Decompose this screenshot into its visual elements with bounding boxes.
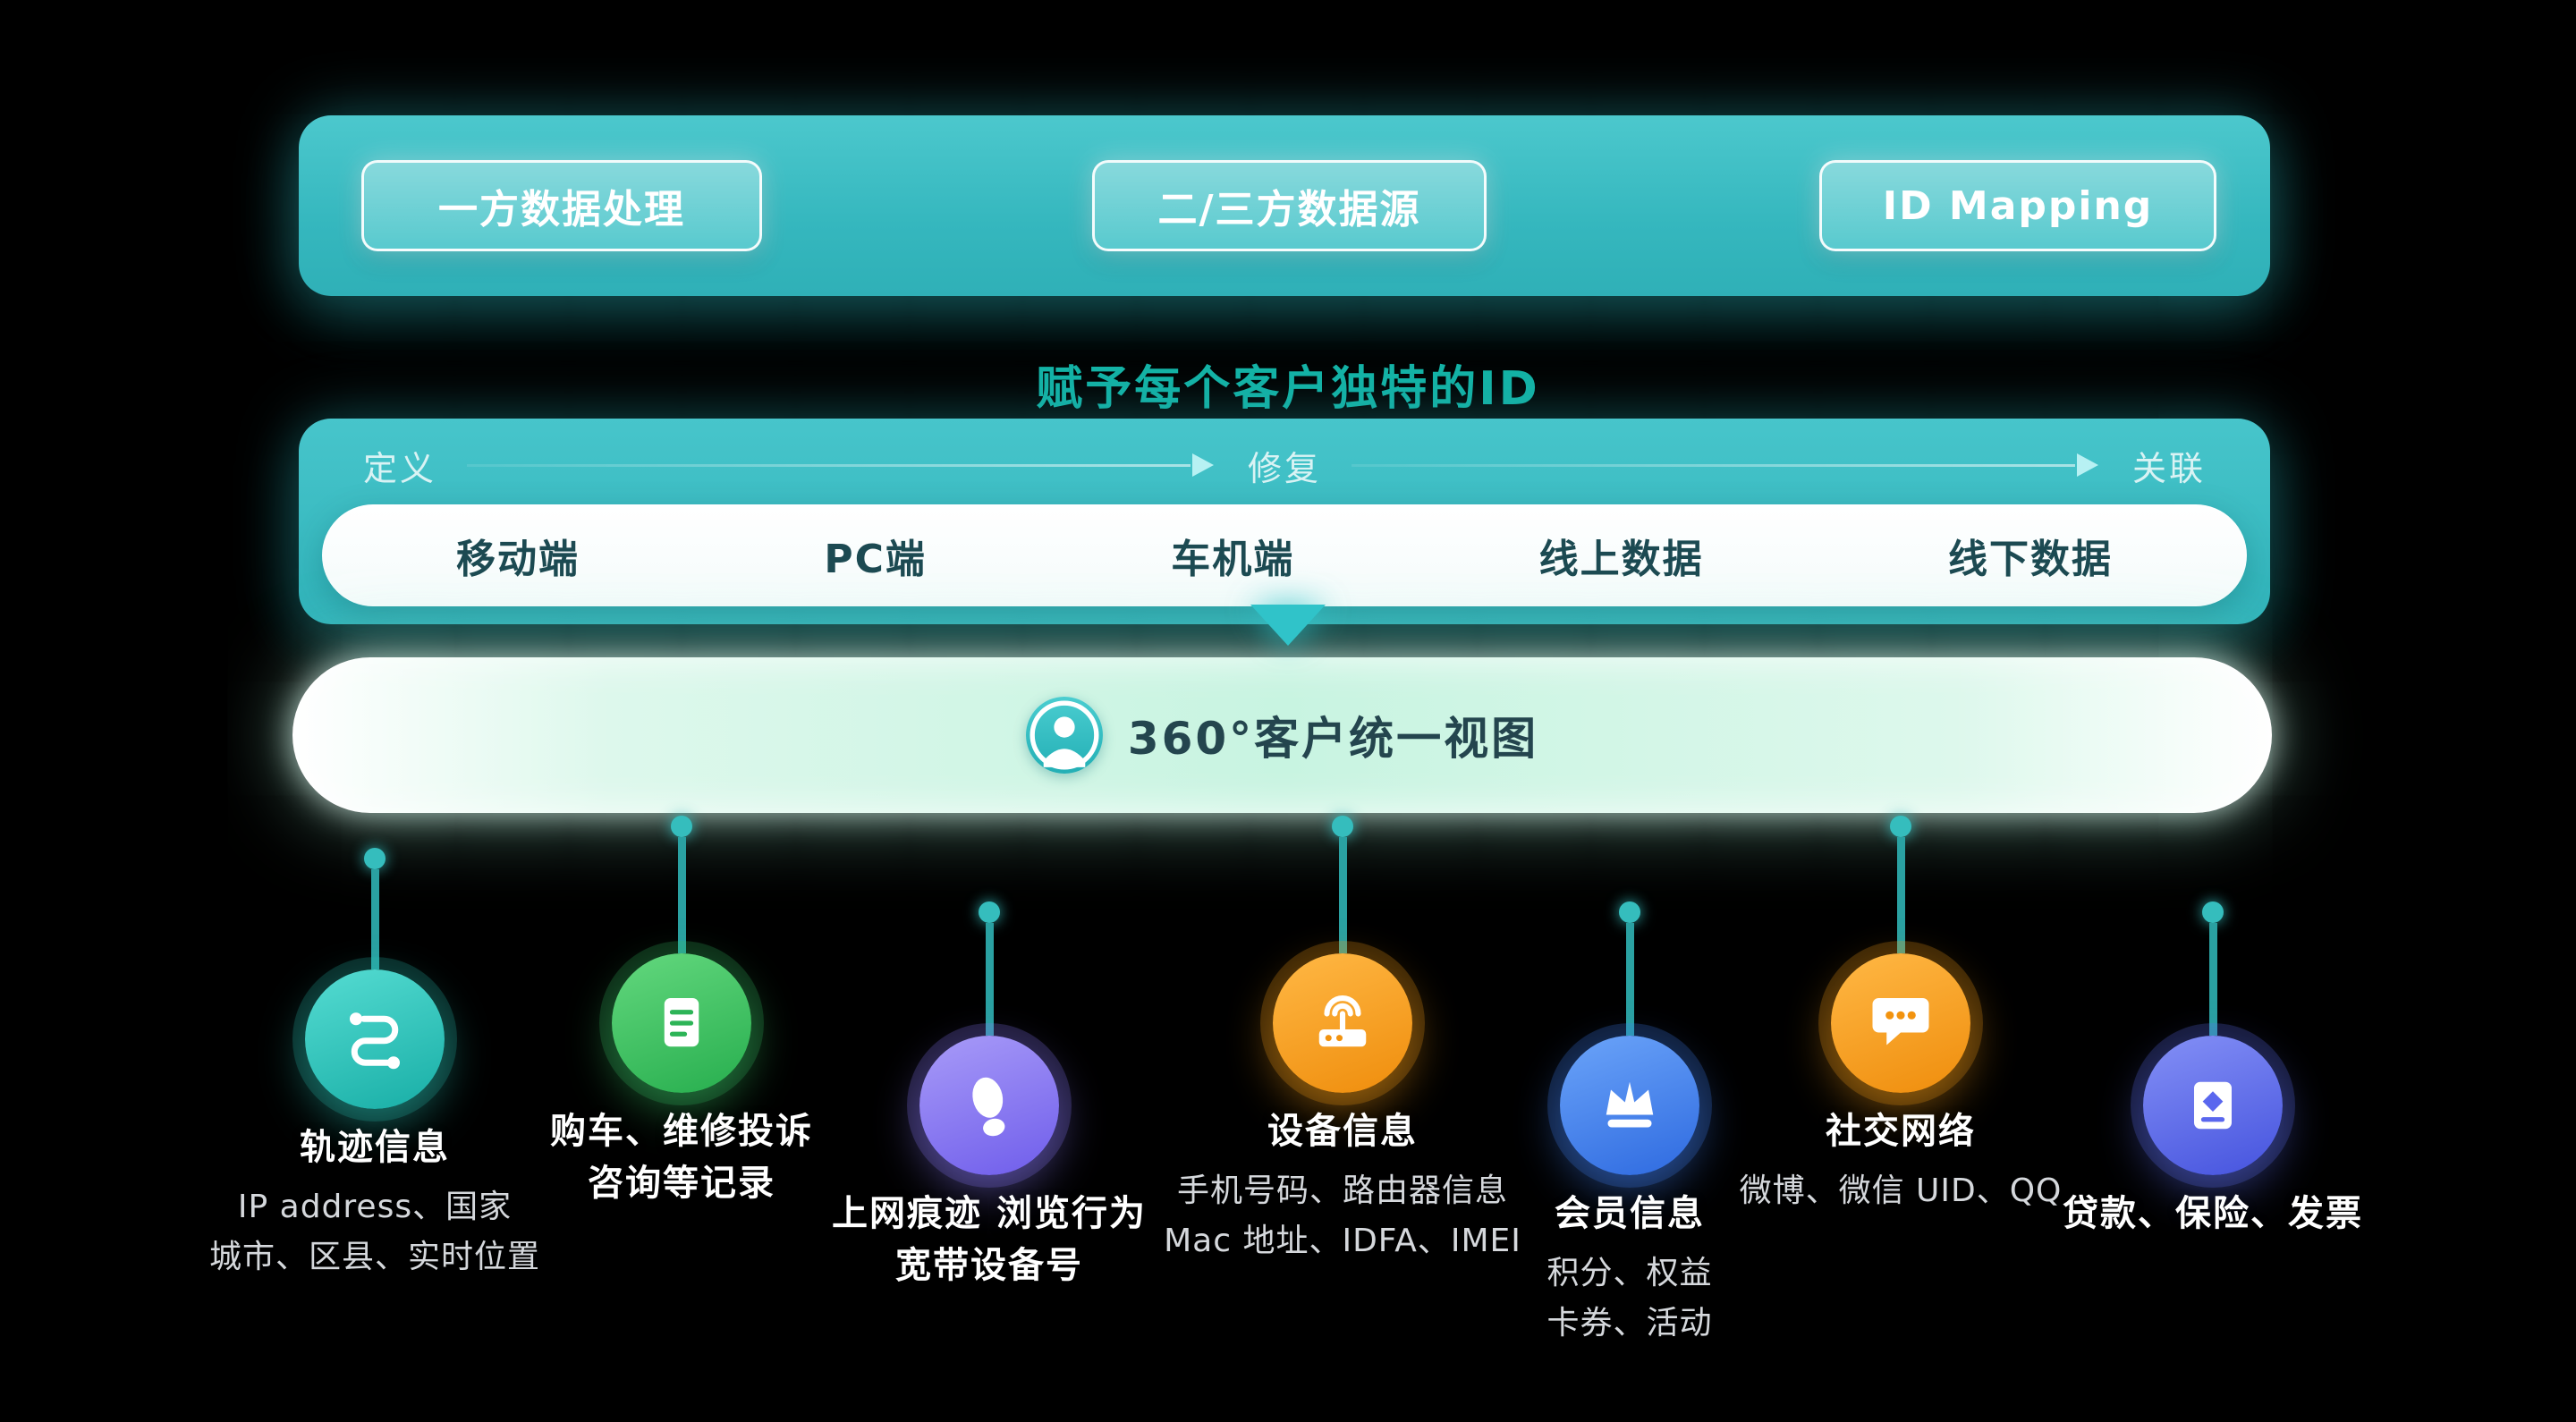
source-caption: 微博、微信 UID、QQ xyxy=(1739,1172,2063,1209)
channel-online-data: 线上数据 xyxy=(1538,537,1704,582)
source-purchase-records: 购车、维修投诉 咨询等记录 xyxy=(431,816,932,1209)
connector-dot xyxy=(671,816,692,837)
invoice-icon xyxy=(2143,1036,2283,1175)
stage-associate: 关联 xyxy=(2132,448,2207,488)
arrow-right-icon xyxy=(1352,463,2075,467)
channels-bar: 移动端 PC端 车机端 线上数据 线下数据 xyxy=(322,504,2247,606)
stage-define: 定义 xyxy=(363,448,437,488)
connector-dot xyxy=(364,848,386,869)
source-label: 上网痕迹 浏览行为 宽带设备号 xyxy=(832,1193,1147,1286)
channel-car: 车机端 xyxy=(1171,537,1295,582)
connector-line xyxy=(370,869,379,969)
chip-first-party-data[interactable]: 一方数据处理 xyxy=(361,160,762,251)
headline: 赋予每个客户独特的ID xyxy=(1036,362,1540,416)
stage-repair: 修复 xyxy=(1248,448,1322,488)
unified-view-label: 360°客户统一视图 xyxy=(1127,713,1539,765)
source-label: 设备信息 xyxy=(1267,1111,1418,1152)
source-label: 会员信息 xyxy=(1555,1193,1705,1234)
source-label: 贷款、保险、发票 xyxy=(2063,1193,2363,1234)
connector-dot xyxy=(979,901,1000,923)
source-social-network: 社交网络 微博、微信 UID、QQ xyxy=(1650,816,2151,1216)
route-icon xyxy=(305,969,445,1109)
person-icon xyxy=(1025,697,1103,774)
chip-label: 一方数据处理 xyxy=(438,187,685,233)
chip-id-mapping[interactable]: ID Mapping xyxy=(1819,160,2216,251)
connector-line xyxy=(985,923,994,1036)
data-sources-bar: 一方数据处理 二/三方数据源 ID Mapping xyxy=(299,115,2270,296)
channel-pc: PC端 xyxy=(824,537,927,582)
connector-line xyxy=(2208,923,2217,1036)
footprint-icon xyxy=(919,1036,1059,1175)
arrow-right-icon xyxy=(467,463,1191,467)
id-stages-row: 定义 修复 关联 xyxy=(363,442,2206,488)
connector-dot xyxy=(1332,816,1353,837)
chat-icon xyxy=(1831,953,1970,1093)
source-caption: 积分、权益 卡券、活动 xyxy=(1546,1255,1713,1342)
source-label: 购车、维修投诉 咨询等记录 xyxy=(550,1111,813,1204)
unified-view-bar: 360°客户统一视图 xyxy=(292,657,2272,813)
source-caption: IP address、国家 城市、区县、实时位置 xyxy=(208,1189,540,1275)
channel-mobile: 移动端 xyxy=(456,537,580,582)
document-icon xyxy=(612,953,751,1093)
connector-line xyxy=(677,837,686,953)
source-web-footprint: 上网痕迹 浏览行为 宽带设备号 xyxy=(739,901,1240,1291)
source-caption: 手机号码、路由器信息 Mac 地址、IDFA、IMEI xyxy=(1164,1172,1521,1259)
connector-dot xyxy=(1619,901,1640,923)
source-membership: 会员信息 积分、权益 卡券、活动 xyxy=(1379,901,1880,1349)
source-trajectory: 轨迹信息 IP address、国家 城市、区县、实时位置 xyxy=(124,848,625,1282)
channel-offline-data: 线下数据 xyxy=(1947,537,2113,582)
crown-icon xyxy=(1560,1036,1699,1175)
connector-dot xyxy=(1890,816,1911,837)
source-label: 轨迹信息 xyxy=(300,1127,450,1168)
chip-second-third-party-data[interactable]: 二/三方数据源 xyxy=(1092,160,1487,251)
source-finance: 贷款、保险、发票 xyxy=(1962,901,2463,1240)
source-label: 社交网络 xyxy=(1826,1111,1976,1152)
chip-label: ID Mapping xyxy=(1882,182,2154,229)
id-pipeline-panel: 定义 修复 关联 移动端 PC端 车机端 线上数据 线下数据 xyxy=(299,419,2270,624)
connector-line xyxy=(1625,923,1634,1036)
source-device-info: 设备信息 手机号码、路由器信息 Mac 地址、IDFA、IMEI xyxy=(1092,816,1593,1266)
down-arrow-icon xyxy=(1250,605,1326,646)
connector-line xyxy=(1896,837,1905,953)
chip-label: 二/三方数据源 xyxy=(1157,187,1421,233)
connector-line xyxy=(1338,837,1347,953)
router-icon xyxy=(1273,953,1412,1093)
connector-dot xyxy=(2202,901,2224,923)
